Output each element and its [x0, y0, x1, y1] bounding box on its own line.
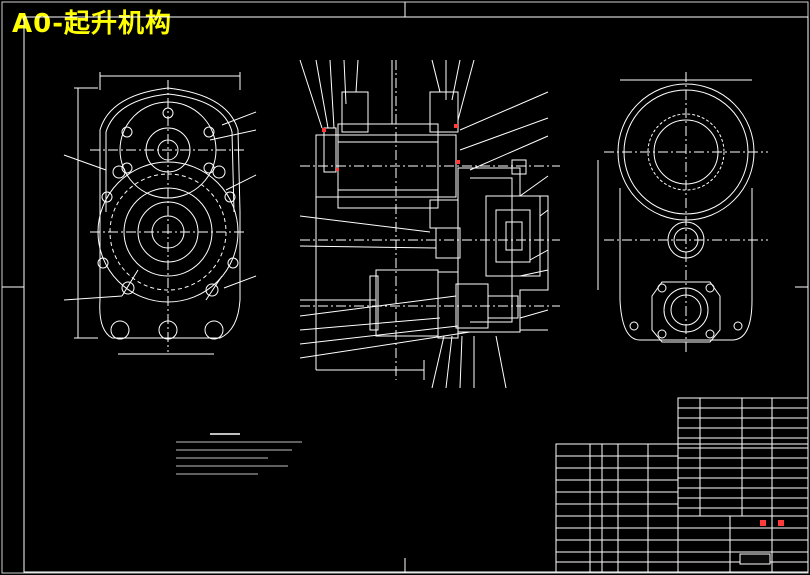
sectional-view [299, 59, 560, 389]
sheet-title: A0-起升机构 [12, 9, 173, 39]
title-block [555, 397, 809, 573]
highlight-marks [322, 124, 784, 526]
end-elevation-view [597, 72, 768, 352]
technical-notes [176, 433, 302, 475]
side-elevation-view [63, 72, 257, 355]
